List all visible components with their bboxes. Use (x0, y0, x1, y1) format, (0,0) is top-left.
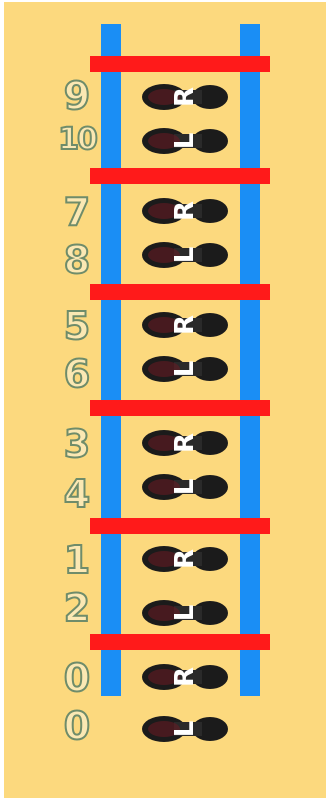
footprint-left: L (140, 126, 230, 156)
step-number: 0 (54, 704, 100, 748)
foot-label: R (169, 660, 201, 694)
step-number: 8 (54, 238, 100, 282)
footprint-right: R (140, 662, 230, 692)
step-number: 0 (54, 656, 100, 700)
ladder-rail-right (240, 24, 260, 696)
step-number: 10 (54, 118, 100, 162)
step-number: 7 (54, 190, 100, 234)
foot-label: L (169, 124, 201, 158)
footprint-right: R (140, 310, 230, 340)
foot-label: L (169, 470, 201, 504)
footprint-left: L (140, 714, 230, 744)
ladder-rung (90, 634, 270, 650)
foot-label: L (169, 712, 201, 746)
step-number: 4 (54, 472, 100, 516)
ladder-rung (90, 56, 270, 72)
step-number: 2 (54, 586, 100, 630)
foot-label: R (169, 308, 201, 342)
foot-label: R (169, 542, 201, 576)
footprint-right: R (140, 82, 230, 112)
foot-label: L (169, 352, 201, 386)
footprint-right: R (140, 428, 230, 458)
footprint-right: R (140, 196, 230, 226)
step-number: 6 (54, 352, 100, 396)
foot-label: R (169, 194, 201, 228)
ladder-rung (90, 168, 270, 184)
step-number: 5 (54, 304, 100, 348)
step-number: 1 (54, 538, 100, 582)
footprint-left: L (140, 354, 230, 384)
foot-label: L (169, 238, 201, 272)
ladder-rail-left (101, 24, 121, 696)
foot-label: L (169, 596, 201, 630)
footprint-right: R (140, 544, 230, 574)
ladder-drill-board: 9 10 7 8 5 6 3 4 1 2 0 0 R L R L R (4, 2, 326, 798)
ladder-rung (90, 284, 270, 300)
footprint-left: L (140, 240, 230, 270)
step-number: 3 (54, 422, 100, 466)
footprint-left: L (140, 598, 230, 628)
foot-label: R (169, 80, 201, 114)
footprint-left: L (140, 472, 230, 502)
ladder-rung (90, 518, 270, 534)
foot-label: R (169, 426, 201, 460)
ladder-rung (90, 400, 270, 416)
step-number: 9 (54, 74, 100, 118)
